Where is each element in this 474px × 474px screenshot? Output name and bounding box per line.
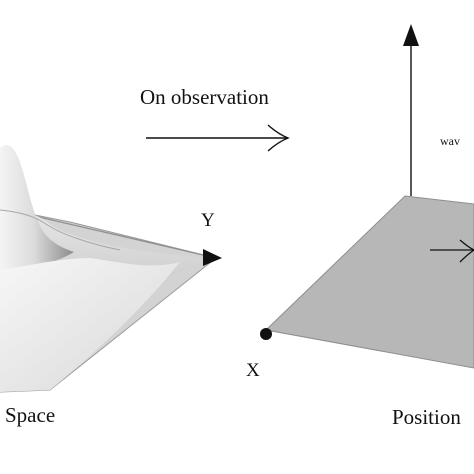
- transition-label: On observation: [140, 85, 269, 109]
- vertical-axis-label: wav: [440, 134, 460, 148]
- vertical-axis-arrowhead: [403, 24, 419, 46]
- surface-ridge: [0, 209, 121, 251]
- position-plane: [264, 195, 474, 369]
- x-axis-origin-dot: [260, 328, 272, 340]
- position-plane-diagram: [260, 24, 474, 369]
- wavefunction-surface: [0, 144, 222, 393]
- right-axis-x-label: X: [246, 360, 260, 381]
- transition-arrow: [146, 124, 290, 152]
- surface-foreground: [0, 258, 180, 392]
- surface-peak: [0, 144, 74, 274]
- left-axis-y-label: Y: [201, 210, 215, 231]
- left-panel-caption: Space: [5, 403, 55, 427]
- y-axis-arrowhead: [203, 249, 222, 266]
- plane-arrow-head: [459, 239, 474, 263]
- right-panel-caption: Position: [392, 405, 461, 429]
